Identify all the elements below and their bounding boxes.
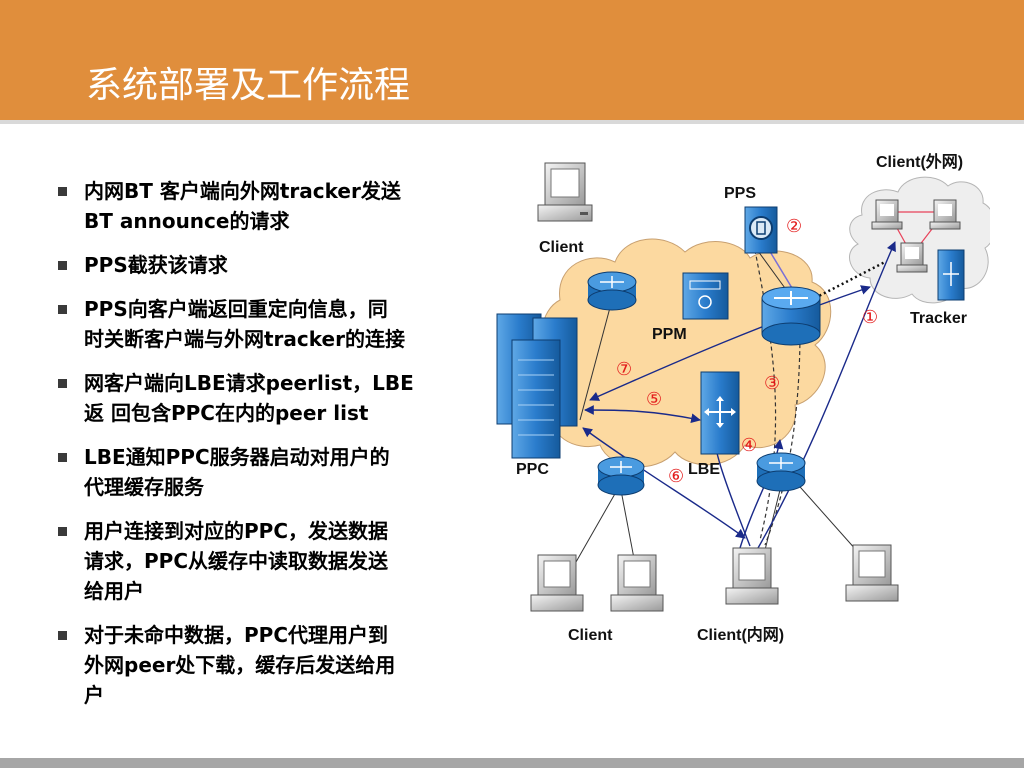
label-tracker: Tracker (910, 310, 967, 327)
label-pps: PPS (724, 185, 756, 202)
title-bar: 系统部署及工作流程 (0, 0, 1024, 120)
external-client-icon (896, 242, 928, 273)
client-workstation-icon (537, 162, 593, 222)
step-marker-2: ② (786, 216, 802, 236)
footer-bar (0, 758, 1024, 768)
bullet-list: 内网BT 客户端向外网tracker发送 BT announce的请求 PPS截获… (56, 176, 486, 724)
bullet-text: 外网peer处下载，缓存后发送给用 (84, 653, 396, 677)
slide-title: 系统部署及工作流程 (86, 65, 411, 106)
bullet-marker (58, 453, 67, 462)
router-left-icon (587, 271, 637, 311)
label-client-internal: Client(内网) (697, 625, 784, 644)
bullet-text: 用户连接到对应的PPC，发送数据 (84, 519, 388, 543)
ppm-icon (682, 272, 729, 320)
pps-icon (744, 206, 778, 254)
bullet-text: 对于未命中数据，PPC代理用户到 (84, 623, 388, 647)
step-marker-6: ⑥ (668, 466, 684, 486)
router-bottom-left-icon (597, 456, 645, 496)
bullet-text: 网客户端向LBE请求peerlist，LBE (84, 371, 414, 395)
client-workstation-icon (530, 554, 584, 612)
redirect-dashed-line (754, 249, 777, 541)
bullet-item: LBE通知PPC服务器启动对用户的代理缓存服务 (56, 442, 486, 502)
bullet-text: 时关断客户端与外网tracker的连接 (84, 327, 405, 351)
label-ppc: PPC (516, 461, 549, 478)
bullet-marker (58, 187, 67, 196)
client-workstation-icon (845, 544, 899, 602)
bullet-item: 对于未命中数据，PPC代理用户到外网peer处下载，缓存后发送给用户 (56, 620, 486, 710)
step-marker-1: ① (862, 307, 878, 327)
bullet-text: PPS截获该请求 (84, 253, 228, 277)
client-workstation-icon (610, 554, 664, 612)
title-divider (0, 120, 1024, 124)
external-client-icon (929, 199, 961, 230)
bullet-item: 内网BT 客户端向外网tracker发送 BT announce的请求 (56, 176, 486, 236)
bullet-text: 请求，PPC从缓存中读取数据发送 (84, 549, 388, 573)
ppc-server-icon (496, 313, 578, 459)
label-client-top: Client (539, 239, 584, 256)
step-marker-5: ⑤ (646, 389, 662, 409)
bullet-marker (58, 261, 67, 270)
bullet-item: PPS截获该请求 (56, 250, 486, 280)
flow-arrows (582, 241, 896, 549)
bullet-marker (58, 631, 67, 640)
bullet-marker (58, 379, 67, 388)
external-network-cloud (848, 176, 990, 304)
step-marker-7: ⑦ (616, 359, 632, 379)
bullet-item: PPS向客户端返回重定向信息，同时关断客户端与外网tracker的连接 (56, 294, 486, 354)
bullet-marker (58, 527, 67, 536)
bullet-text: 代理缓存服务 (84, 475, 204, 499)
bullet-text: LBE通知PPC服务器启动对用户的 (84, 445, 390, 469)
flow-arrow-step-5 (584, 405, 701, 424)
bullet-text: BT announce的请求 (84, 209, 290, 233)
tracker-server-icon (937, 249, 965, 301)
tracker-dotted-link (814, 260, 886, 300)
label-ppm: PPM (652, 326, 687, 343)
bullet-text: 给用户 (84, 579, 144, 603)
external-client-icon (871, 199, 903, 230)
bullet-item: 用户连接到对应的PPC，发送数据请求，PPC从缓存中读取数据发送给用户 (56, 516, 486, 606)
label-lbe: LBE (688, 461, 720, 478)
flow-arrow-step-7 (589, 285, 871, 401)
bullet-text: PPS向客户端返回重定向信息，同 (84, 297, 388, 321)
bullet-text: 返 回包含PPC在内的peer list (84, 401, 369, 425)
bullet-marker (58, 305, 67, 314)
flow-arrow-step-6 (582, 427, 746, 539)
internal-client-icon (725, 547, 779, 605)
bullet-text: 户 (84, 683, 104, 707)
bullet-item: 网客户端向LBE请求peerlist，LBE 返 回包含PPC在内的peer li… (56, 368, 486, 428)
label-client-external: Client(外网) (876, 152, 963, 171)
lbe-switch-icon (700, 371, 740, 455)
step-marker-3: ③ (764, 373, 780, 393)
network-diagram: Client PPS PPM PPC LBE Client(外网) Tracke… (496, 152, 990, 644)
label-client-bottom: Client (568, 627, 613, 644)
bullet-text: 内网BT 客户端向外网tracker发送 (84, 179, 401, 203)
router-bottom-right-icon (756, 452, 806, 492)
step-marker-4: ④ (741, 435, 757, 455)
core-router-icon (761, 286, 821, 346)
